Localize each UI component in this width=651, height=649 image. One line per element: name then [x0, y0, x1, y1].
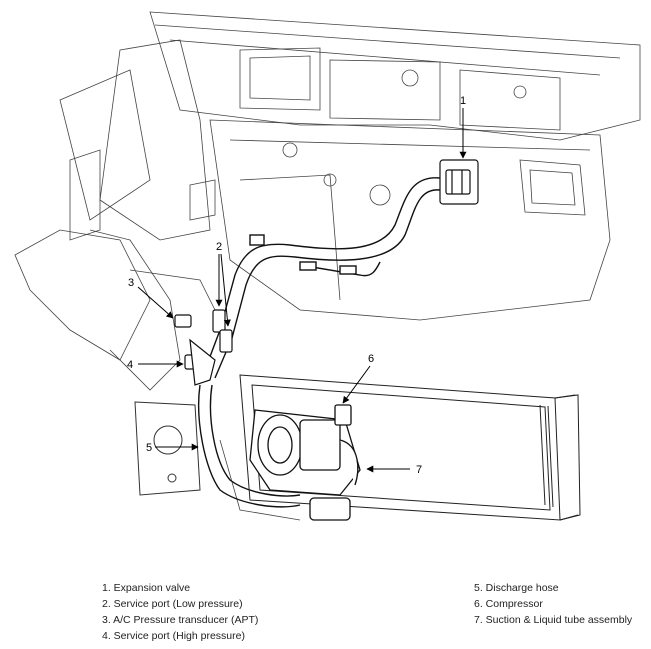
- discharge-hose: [198, 384, 301, 508]
- legend-item-suction-liquid-tube: 7. Suction & Liquid tube assembly: [474, 614, 633, 626]
- ac-system-diagram: 1 2 3 4 5 6 7: [14, 11, 641, 521]
- legend-right: 5. Discharge hose 6. Compressor 7. Sucti…: [474, 580, 632, 628]
- svg-text:1: 1: [460, 95, 466, 107]
- expansion-valve: [439, 159, 479, 205]
- legend-item-service-port-low: 2. Service port (Low pressure): [102, 598, 243, 610]
- callout-6: 6: [342, 353, 374, 404]
- svg-text:3: 3: [128, 277, 134, 289]
- svg-text:7: 7: [416, 464, 422, 476]
- legend-item-discharge-hose: 5. Discharge hose: [474, 582, 559, 594]
- suction-liquid-tubes: [204, 177, 441, 379]
- legend-left: 1. Expansion valve 2. Service port (Low …: [102, 580, 258, 644]
- callout-5: 5: [146, 442, 199, 454]
- service-port-cluster: [174, 309, 233, 386]
- svg-text:5: 5: [146, 442, 152, 454]
- callout-3: 3: [128, 277, 174, 319]
- callout-4: 4: [127, 359, 184, 371]
- callout-7: 7: [366, 464, 422, 476]
- svg-text:4: 4: [127, 359, 133, 371]
- callout-1: 1: [459, 95, 467, 159]
- legend-item-apt: 3. A/C Pressure transducer (APT): [102, 614, 259, 626]
- svg-text:6: 6: [368, 353, 374, 365]
- vehicle-body-frame: [14, 11, 641, 521]
- legend-item-expansion-valve: 1. Expansion valve: [102, 582, 191, 594]
- mounting-bracket: [134, 401, 201, 496]
- compressor: [249, 404, 361, 521]
- legend-item-service-port-high: 4. Service port (High pressure): [102, 630, 245, 642]
- legend-item-compressor: 6. Compressor: [474, 598, 543, 610]
- callout-2: 2: [215, 241, 231, 327]
- svg-text:2: 2: [216, 241, 222, 253]
